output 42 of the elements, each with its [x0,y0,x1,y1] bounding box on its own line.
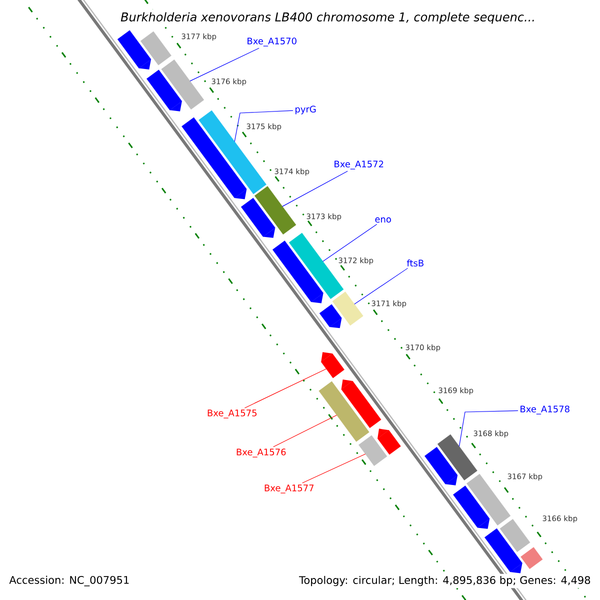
gene-segment [453,486,490,529]
gene-label: Bxe_A1577 [264,484,314,494]
gene-segment [332,292,364,326]
gene-segment [140,31,172,66]
accession-text: Accession: NC_007951 [7,574,132,588]
gene-segment [341,379,382,428]
leader-line [282,170,348,207]
gene-segment [377,428,401,455]
summary-text: Topology: circular; Length: 4,895,836 bp; Genes: 4,498 [297,574,593,588]
gene-segment [198,110,266,194]
gene-label: Bxe_A1576 [236,448,286,458]
gene-label: ftsB [406,260,424,266]
gene-segment [240,198,276,238]
leader-line [190,48,260,82]
gene-segment [254,186,296,235]
gene-segment [520,547,543,570]
leader-line [273,414,338,448]
gene-segment [161,60,204,110]
gene-label: eno [375,217,391,223]
gene-segment [272,240,324,304]
leader-line [302,454,366,484]
gene-segment [424,446,458,486]
gene-segment [320,352,344,378]
title-text: Burkholderia xenovorans LB400 chromosome 1, complete sequenc... [118,9,538,27]
gene-segment [146,70,182,112]
leader-line [244,368,327,408]
gene-label: Bxe_A1575 [208,410,257,418]
leader-line [322,224,378,262]
gene-segment [117,30,152,70]
gene-label: Bxe_A1572 [334,160,384,170]
gene-label: Bxe_A1578 [520,406,570,414]
gene-segment [182,117,247,200]
leader-line [354,268,408,304]
gene-segment [500,518,530,552]
gene-segment [319,304,342,328]
gene-segment [484,528,522,574]
leader-line [458,410,518,447]
gene-segment [318,381,370,442]
leader-line [234,110,294,142]
gene-label: Bxe_A1570 [248,38,296,46]
gene-segment [358,435,388,466]
gene-label: pyrG [296,106,316,114]
